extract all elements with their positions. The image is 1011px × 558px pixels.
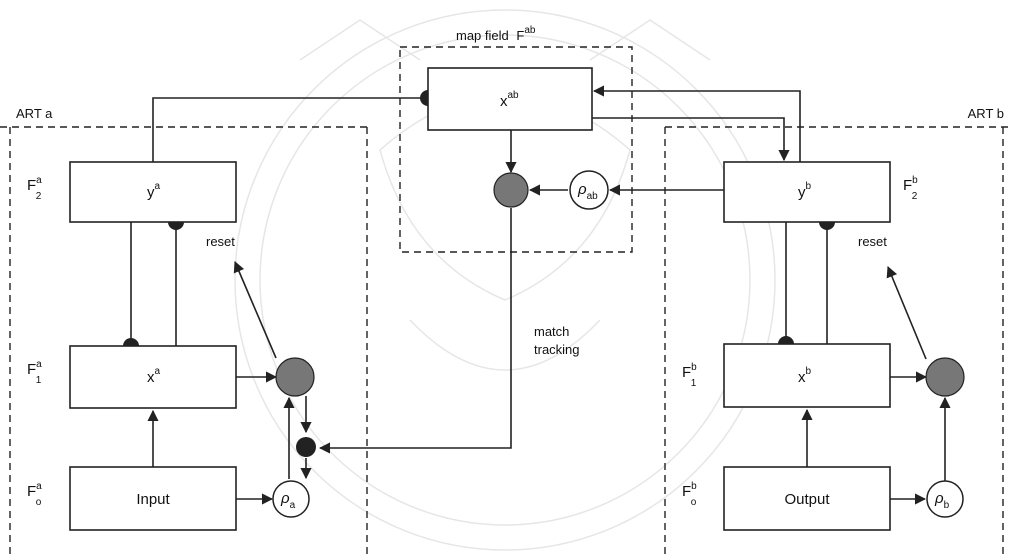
map-field-match-node	[494, 173, 528, 207]
reset-a-label: reset	[206, 234, 235, 249]
reset-b-label: reset	[858, 234, 887, 249]
match-label: match	[534, 324, 569, 339]
input-label: Input	[136, 491, 170, 508]
tracking-label: tracking	[534, 342, 580, 357]
yb-box	[724, 162, 890, 222]
map-field-label: map field Fab	[456, 25, 536, 43]
art-a-reset-node	[276, 358, 314, 396]
art-a-match-tracking-node	[296, 437, 316, 457]
rho-b-node	[927, 481, 963, 517]
art-b-label: ART b	[968, 106, 1004, 121]
art-b-reset-node	[926, 358, 964, 396]
rho-ab-node	[570, 171, 608, 209]
map-field-connections	[153, 90, 800, 448]
output-label: Output	[784, 491, 830, 508]
art-a-label: ART a	[16, 106, 53, 121]
rho-a-node	[273, 481, 309, 517]
